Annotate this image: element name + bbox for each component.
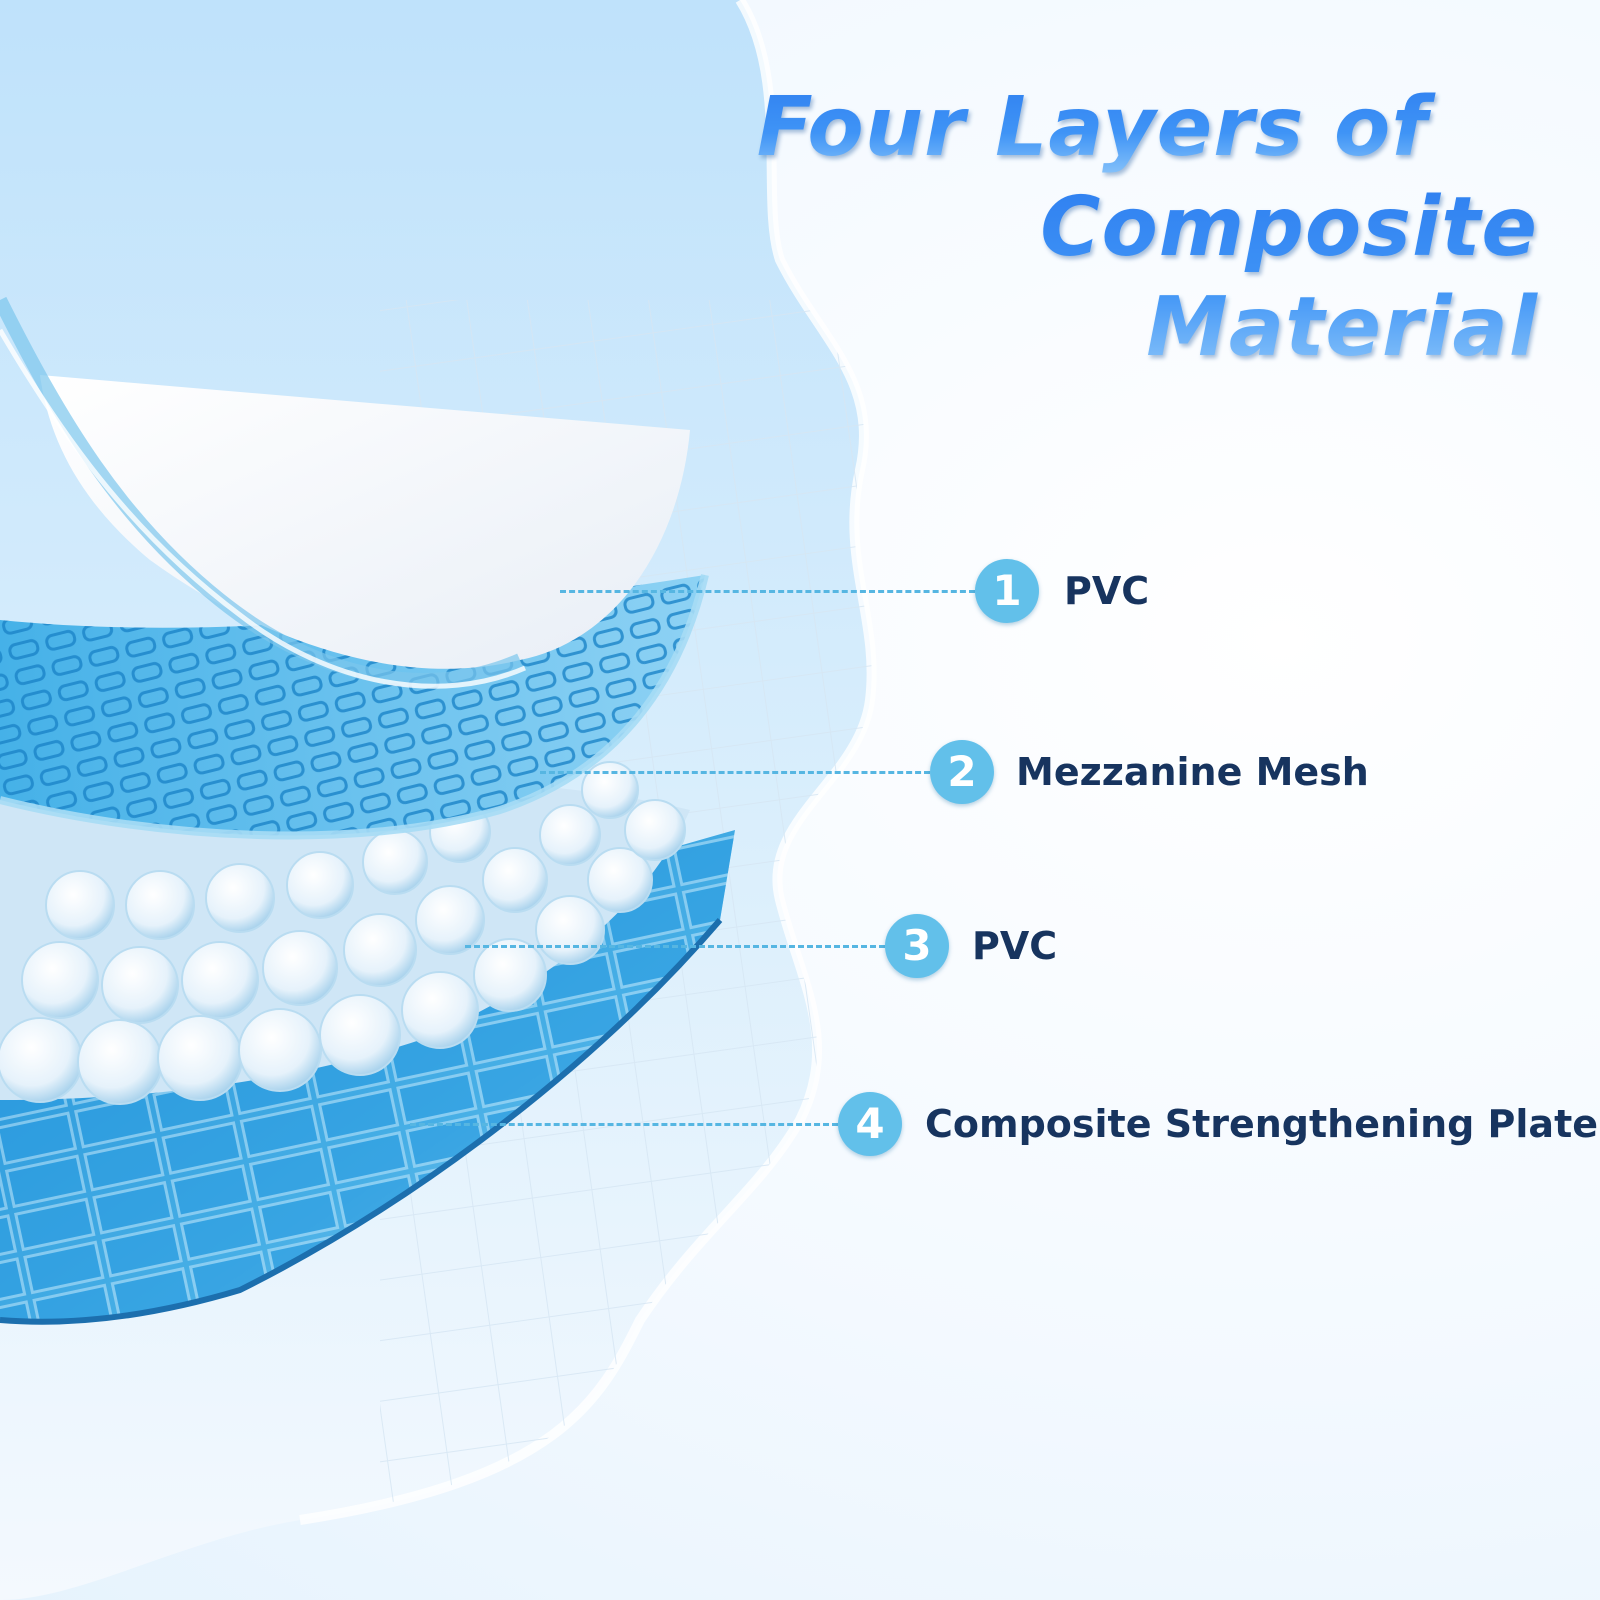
layer-number-badge: 4 xyxy=(838,1092,902,1156)
layer-label: PVC xyxy=(1064,567,1149,615)
layer-callout-1: 1 PVC xyxy=(0,559,1600,623)
layer-number-badge: 2 xyxy=(930,740,994,804)
leader-line xyxy=(465,945,885,948)
layer-callout-3: 3 PVC xyxy=(0,914,1600,978)
leader-line xyxy=(540,771,930,774)
layer-label: Composite Strengthening Plate xyxy=(925,1100,1598,1148)
layer-label: Mezzanine Mesh xyxy=(1016,748,1369,796)
layer-callout-2: 2 Mezzanine Mesh xyxy=(0,740,1600,804)
layer-callout-4: 4 Composite Strengthening Plate xyxy=(0,1092,1600,1156)
infographic-title: Four Layers of Composite Material xyxy=(678,78,1538,378)
layer-label: PVC xyxy=(972,922,1057,970)
leader-line xyxy=(410,1123,838,1126)
layer-number-badge: 3 xyxy=(885,914,949,978)
leader-line xyxy=(560,590,975,593)
layer-number-badge: 1 xyxy=(975,559,1039,623)
title-line-1: Four Layers of xyxy=(678,78,1538,178)
title-line-2: Composite Material xyxy=(678,178,1538,378)
